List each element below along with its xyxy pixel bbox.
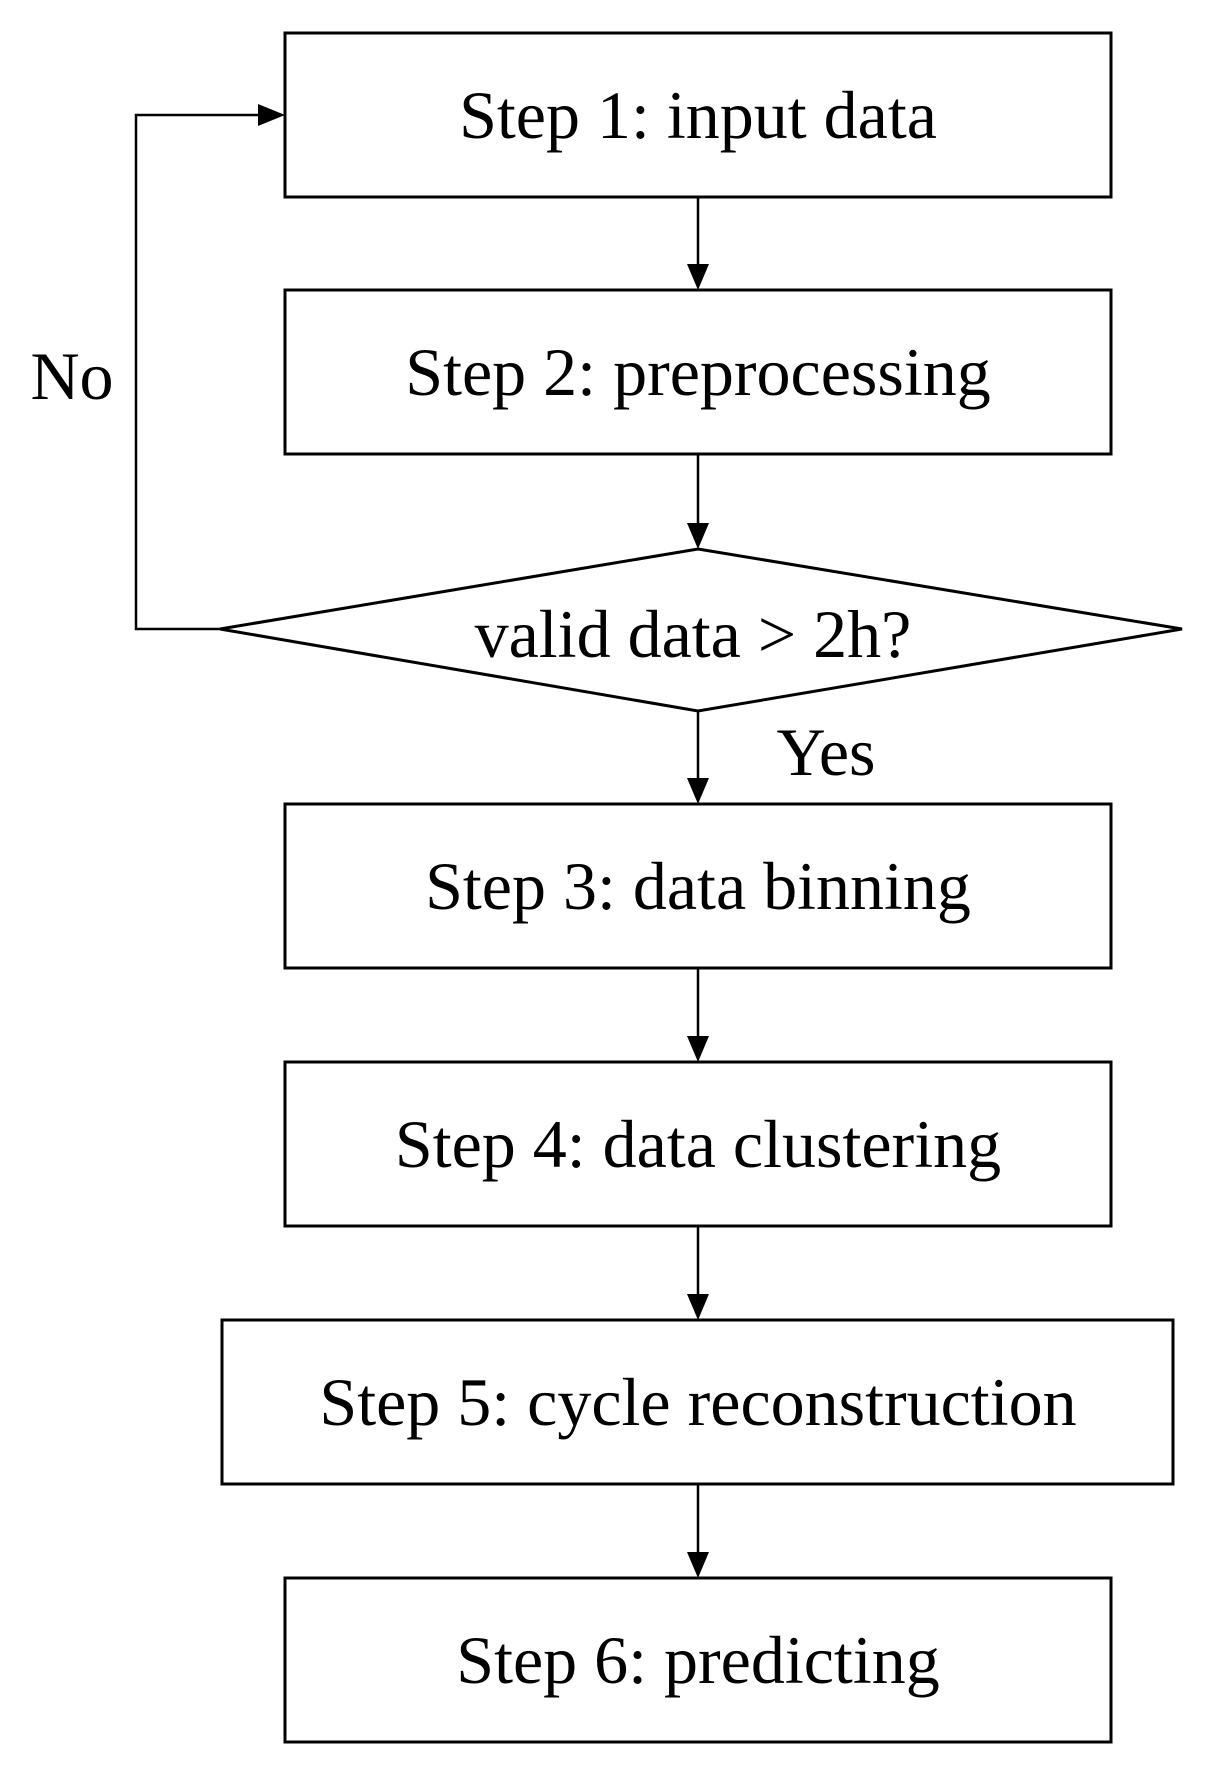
step-3-box <box>283 802 1113 970</box>
step-5-label: Step 5: cycle reconstruction <box>319 1364 1076 1440</box>
arrow-step4-to-step5 <box>687 1226 709 1320</box>
step-4-label: Step 4: data clustering <box>395 1106 1001 1182</box>
arrow-step2-to-decision <box>687 454 709 549</box>
step-4-node: Step 4: data clustering <box>283 1060 1113 1228</box>
step-2-label: Step 2: preprocessing <box>405 334 990 410</box>
decision-node: valid data > 2h? <box>219 547 1183 713</box>
arrow-step5-to-step6 <box>687 1484 709 1578</box>
step-2-node: Step 2: preprocessing <box>283 288 1113 456</box>
no-branch-label: No <box>30 338 113 414</box>
step-6-label: Step 6: predicting <box>456 1622 939 1698</box>
arrow-decision-no-loop <box>134 104 285 631</box>
arrow-step3-to-step4 <box>687 968 709 1062</box>
step-6-box <box>283 1576 1113 1744</box>
decision-label: valid data > 2h? <box>475 596 912 672</box>
arrow-decision-to-step3 <box>687 711 709 804</box>
step-2-box <box>283 288 1113 456</box>
step-6-node: Step 6: predicting <box>283 1576 1113 1744</box>
yes-branch-label: Yes <box>777 714 876 790</box>
step-3-node: Step 3: data binning <box>283 802 1113 970</box>
step-1-box <box>283 31 1113 199</box>
arrow-step1-to-step2 <box>687 197 709 290</box>
step-5-node: Step 5: cycle reconstruction <box>220 1318 1175 1486</box>
step-1-label: Step 1: input data <box>459 77 937 153</box>
step-4-box <box>283 1060 1113 1228</box>
step-3-label: Step 3: data binning <box>425 848 971 924</box>
step-5-box <box>220 1318 1175 1486</box>
step-1-node: Step 1: input data <box>283 31 1113 199</box>
